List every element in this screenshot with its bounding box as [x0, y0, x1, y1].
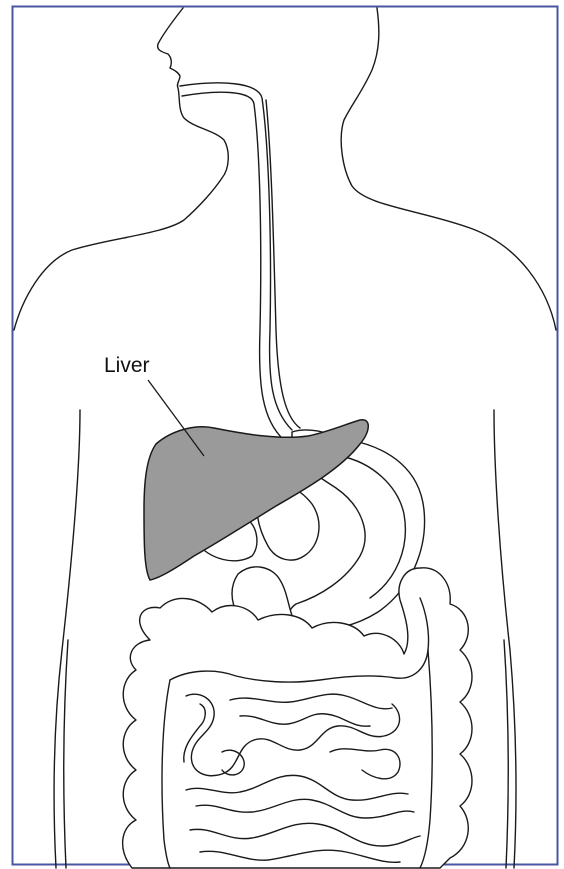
face-outline	[14, 8, 228, 330]
liver-label: Liver	[104, 354, 150, 377]
torso-left-inner	[64, 640, 68, 868]
torso-right-inner	[504, 640, 508, 868]
torso-left-outline	[54, 410, 80, 868]
esophagus-left-wall	[180, 83, 292, 430]
liver	[144, 420, 368, 580]
back-of-head-outline	[341, 8, 556, 330]
torso-right-outline	[494, 410, 516, 868]
